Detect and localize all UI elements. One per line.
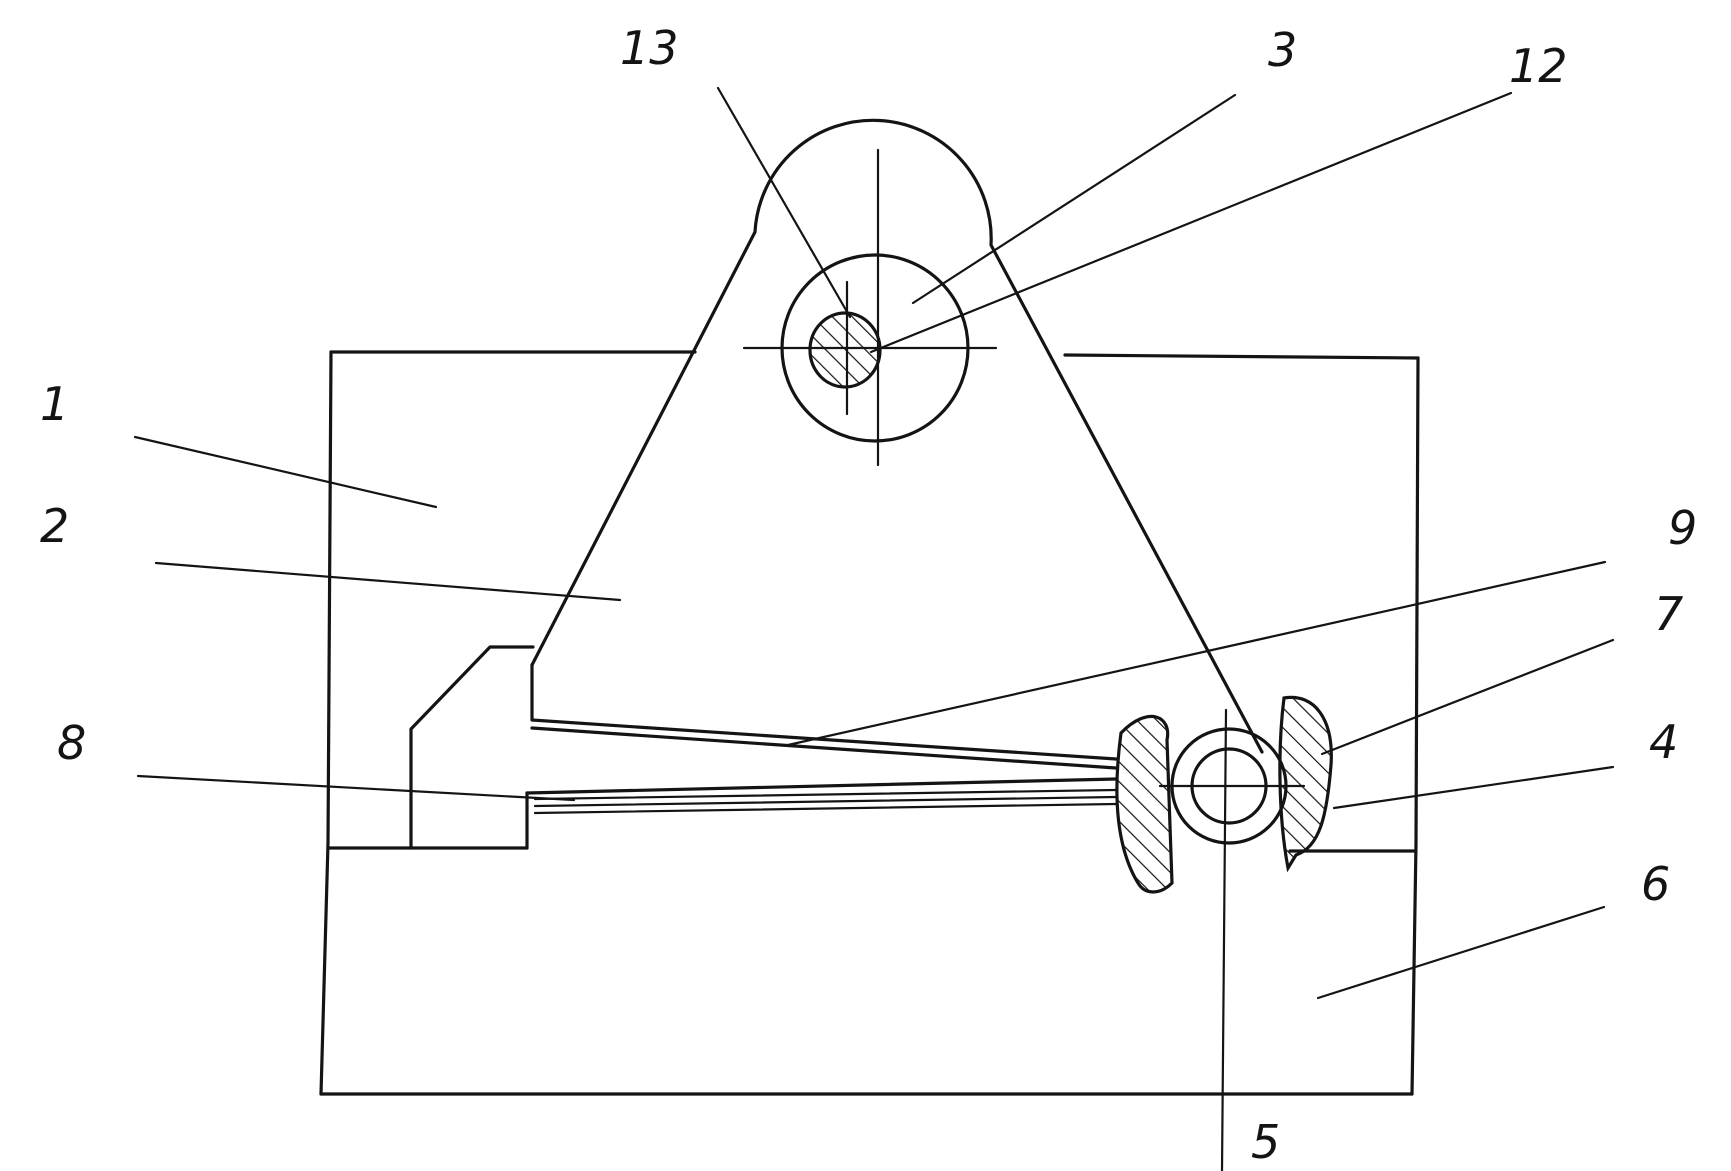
label-5: 5 xyxy=(1251,1115,1280,1169)
label-1: 1 xyxy=(40,377,69,431)
left-stop-block xyxy=(409,645,535,850)
leader-lines xyxy=(133,86,1615,1000)
right-hatched-shoe xyxy=(1278,695,1333,873)
label-4: 4 xyxy=(1649,715,1678,769)
left-hatched-shoe xyxy=(1115,714,1174,894)
label-6: 6 xyxy=(1641,857,1670,911)
pivot-assembly xyxy=(742,148,998,467)
reference-labels: 1 2 8 13 3 12 9 7 4 6 5 xyxy=(40,21,1697,1169)
triangular-lever xyxy=(525,118,1264,815)
pivot-axle-hatched xyxy=(808,311,882,389)
label-7: 7 xyxy=(1654,587,1683,641)
label-2: 2 xyxy=(40,499,69,553)
housing-outline xyxy=(319,350,1420,1096)
label-3: 3 xyxy=(1268,23,1297,77)
label-13: 13 xyxy=(620,21,679,75)
label-12: 12 xyxy=(1509,39,1568,93)
roller-assembly xyxy=(1115,695,1333,1171)
label-9: 9 xyxy=(1668,501,1697,555)
label-8: 8 xyxy=(57,716,86,770)
base-interface-line xyxy=(326,846,1418,853)
